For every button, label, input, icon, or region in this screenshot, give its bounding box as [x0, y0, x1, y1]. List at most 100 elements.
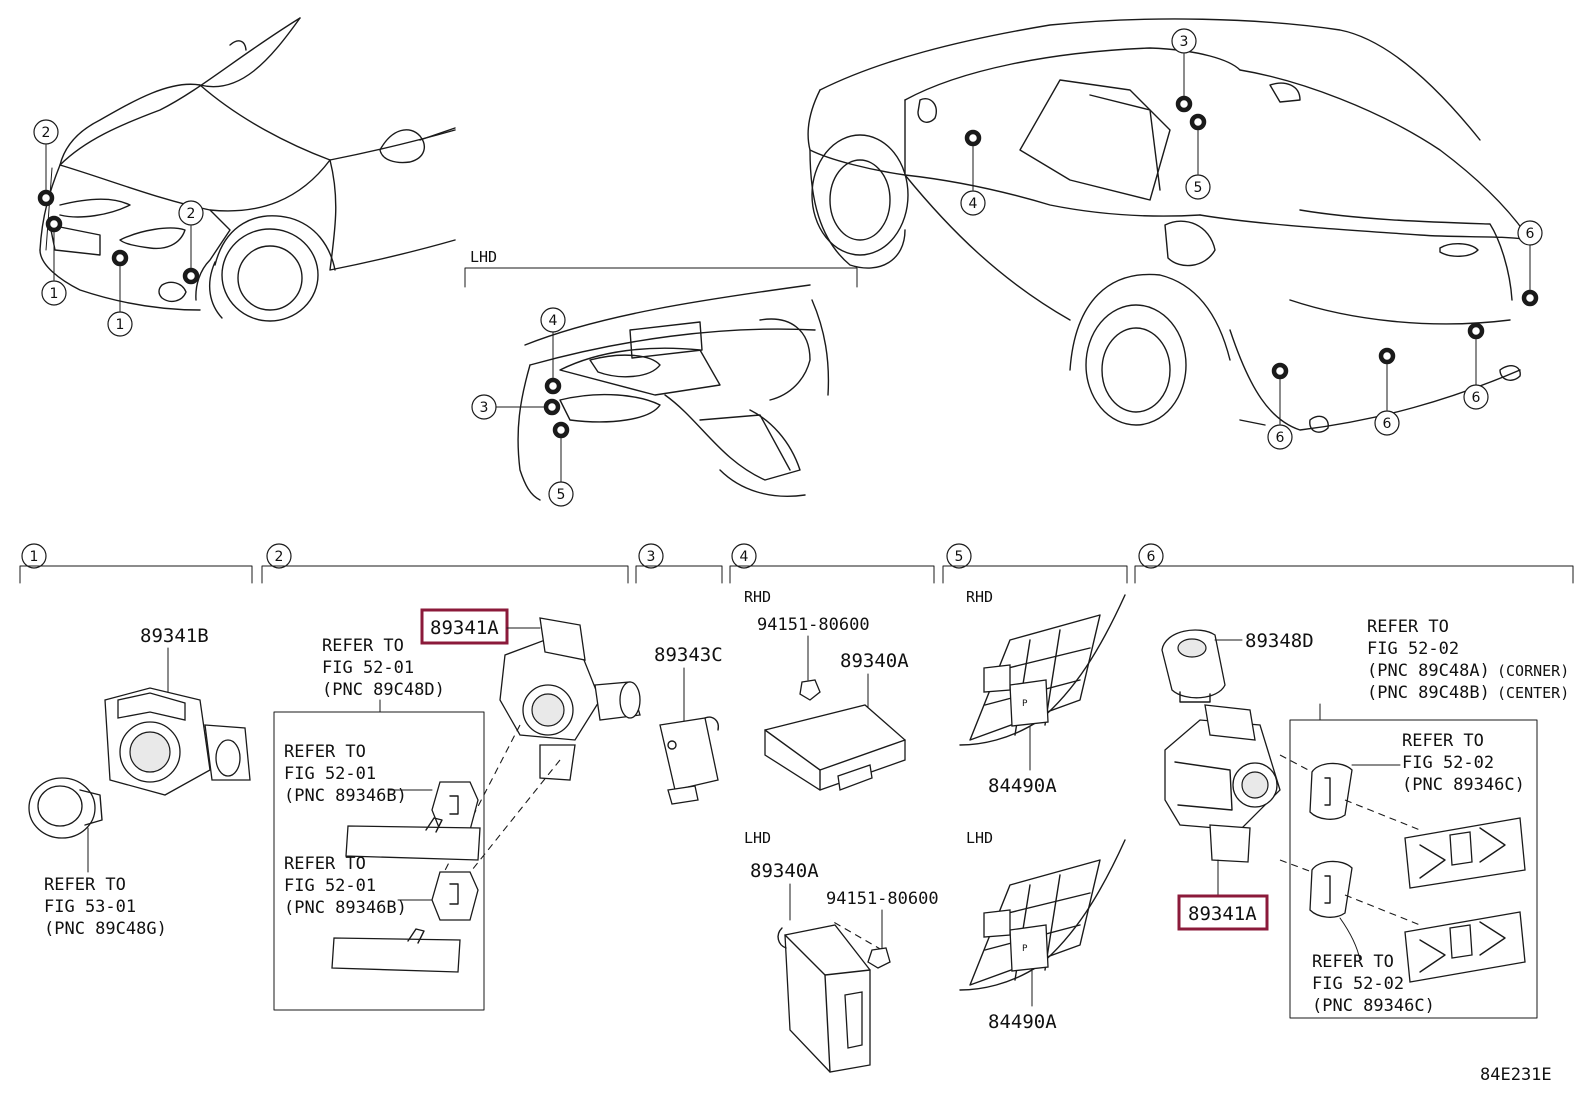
section-4: RHD 94151-80600 89340A LHD 89340A 94151-…: [744, 588, 939, 1073]
callout-number: 4: [549, 313, 558, 329]
sensor-dot: [37, 189, 55, 207]
refer-line: (PNC 89346C): [1312, 996, 1435, 1016]
lhd-label: LHD: [470, 248, 497, 266]
refer-line: (PNC 89C48D): [322, 680, 445, 700]
refer-line: FIG 52-02: [1312, 974, 1404, 994]
sensor-cap-drawing: [1161, 629, 1226, 703]
section-6: 89348D 89341A REFER TO FIG 52-02 (PNC 89…: [1161, 617, 1569, 1019]
callout-number: 6: [1383, 416, 1392, 432]
part-number-89343c: 89343C: [654, 644, 723, 666]
lhd-label: LHD: [966, 829, 993, 847]
refer-line: REFER TO: [1402, 731, 1484, 751]
bolt-drawing: [867, 947, 891, 969]
section-number: 6: [1147, 549, 1156, 565]
part-number-89341a: 89341A: [430, 617, 499, 639]
sensor-dot: [182, 267, 200, 285]
switch-panel-drawing: P: [959, 594, 1126, 746]
callout-number: 2: [42, 125, 51, 141]
refer-line: (PNC 89346C): [1402, 775, 1525, 795]
callout-number: 3: [1180, 34, 1189, 50]
refer-note: (CENTER): [1497, 684, 1569, 702]
rear-car-illustration: [807, 18, 1531, 433]
refer-line: FIG 52-02: [1402, 753, 1494, 773]
refer-line: FIG 52-02: [1367, 639, 1459, 659]
bracket-drawing: [1404, 911, 1526, 983]
part-number-84490a: 84490A: [988, 1011, 1057, 1033]
spacer-drawing: [1309, 860, 1353, 918]
callout-number: 3: [480, 400, 489, 416]
part-number-89340a: 89340A: [750, 860, 819, 882]
ecu-module-drawing: [764, 704, 906, 791]
front-car-illustration: [39, 17, 456, 322]
rhd-label: RHD: [744, 588, 771, 606]
bolt-number: 94151-80600: [826, 889, 939, 909]
section-number: 1: [30, 549, 39, 565]
refer-line: FIG 52-01: [322, 658, 414, 678]
refer-line: (PNC 89346B): [284, 786, 407, 806]
refer-line: REFER TO: [1312, 952, 1394, 972]
callout-number: 1: [116, 317, 125, 333]
refer-line: REFER TO: [1367, 617, 1449, 637]
section-5: RHD P 84490A LHD P 84490A: [959, 588, 1126, 1033]
bracket-drawing: [1404, 817, 1526, 889]
refer-line: REFER TO: [322, 636, 404, 656]
section-2: REFER TO FIG 52-01 (PNC 89C48D) 89341A R…: [273, 608, 641, 1011]
switch-mark: P: [1022, 944, 1028, 954]
callout-number: 1: [50, 286, 59, 302]
callout-number: 5: [1194, 180, 1203, 196]
bolt-number: 94151-80600: [757, 615, 870, 635]
sensor-dot: [45, 215, 63, 233]
section-number: 3: [647, 549, 656, 565]
refer-line: FIG 52-01: [284, 876, 376, 896]
refer-line: FIG 53-01: [44, 897, 136, 917]
refer-line: (PNC 89C48A): [1367, 661, 1490, 681]
spacer-drawing: [431, 781, 479, 831]
highlight-box: [1177, 894, 1269, 931]
highlight-box: [420, 608, 509, 645]
diagram-id: 84E231E: [1480, 1065, 1552, 1085]
rear-callouts: 3 4 5 6 6 6 6: [960, 28, 1543, 450]
part-number-89340a: 89340A: [840, 650, 909, 672]
rhd-label: RHD: [966, 588, 993, 606]
callout-number: 4: [969, 196, 978, 212]
sensor-dot: [111, 249, 129, 267]
lhd-label: LHD: [744, 829, 771, 847]
callout-number: 6: [1276, 430, 1285, 446]
refer-line: FIG 52-01: [284, 764, 376, 784]
section-number: 2: [275, 549, 284, 565]
section-number: 4: [740, 549, 749, 565]
part-number-89348d: 89348D: [1245, 630, 1314, 652]
adhesive-pad: [331, 937, 461, 973]
part-number-84490a: 84490A: [988, 775, 1057, 797]
switch-panel-drawing: P: [959, 839, 1126, 991]
callout-number: 6: [1472, 390, 1481, 406]
buzzer-drawing: [659, 716, 720, 805]
part-number-89341b: 89341B: [140, 625, 209, 647]
spacer-drawing: [431, 871, 479, 921]
callout-number: 5: [557, 487, 566, 503]
adhesive-pad: [345, 825, 481, 861]
retainer-ring-drawing: [28, 777, 103, 839]
switch-mark: P: [1022, 699, 1028, 709]
refer-line: (PNC 89346B): [284, 898, 407, 918]
part-number-89341a: 89341A: [1188, 903, 1257, 925]
dashboard-illustration: LHD: [464, 248, 858, 501]
callout-number: 6: [1526, 226, 1535, 242]
front-callouts: 2 2 1 1: [33, 119, 204, 337]
ultrasonic-sensor-drawing: [1164, 704, 1281, 863]
parking-sensor-drawing: [104, 687, 251, 796]
dash-callouts: 4 3 5: [471, 307, 574, 507]
section-3: 89343C: [654, 644, 723, 805]
refer-line: (PNC 89C48G): [44, 919, 167, 939]
section-headers: 1 2 3 4 5 6: [19, 543, 1574, 584]
ecu-module-drawing: [777, 924, 871, 1073]
refer-line: REFER TO: [44, 875, 126, 895]
refer-line: REFER TO: [284, 854, 366, 874]
refer-note: (CORNER): [1497, 662, 1569, 680]
bolt-drawing: [799, 679, 821, 701]
refer-line: REFER TO: [284, 742, 366, 762]
section-1: 89341B REFER TO FIG 53-01 (PNC 89C48G): [28, 625, 251, 939]
spacer-drawing: [1309, 762, 1353, 820]
section-number: 5: [955, 549, 964, 565]
